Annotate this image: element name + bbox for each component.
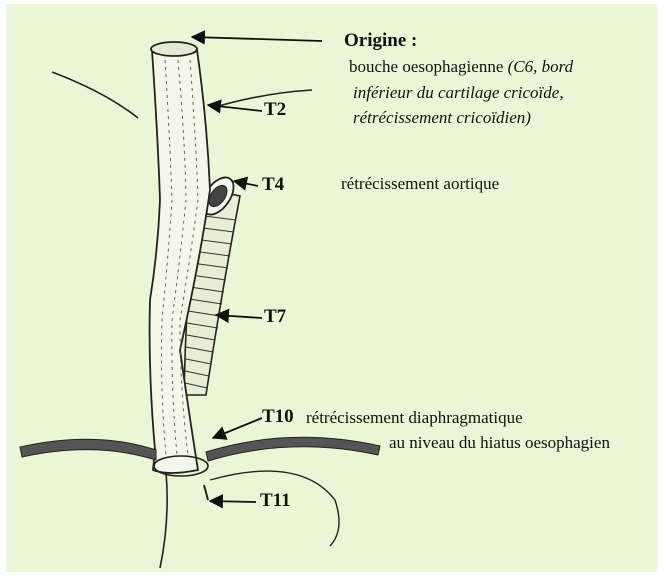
esophagus-top-opening <box>151 42 197 56</box>
t10-description-line1: rétrécissement diaphragmatique <box>306 409 523 426</box>
arrow-origine <box>192 37 322 41</box>
label-t10: T10 <box>262 407 294 426</box>
diaphragm-right <box>206 437 380 461</box>
t10-description-line2: au niveau du hiatus oesophagien <box>389 434 610 451</box>
arrow-t4 <box>234 181 258 186</box>
label-t7: T7 <box>264 307 286 326</box>
label-t4: T4 <box>262 175 284 194</box>
origine-description-line3: rétrécissement cricoïdien) <box>353 109 531 126</box>
arrow-t11 <box>210 501 256 502</box>
origine-line1-normal: bouche oesophagienne <box>349 57 508 76</box>
label-origine: Origine : <box>344 31 417 50</box>
label-t2: T2 <box>264 100 286 119</box>
right-clavicle-curve <box>212 90 312 108</box>
arrow-t2 <box>208 105 262 111</box>
origine-description-line2: inférieur du cartilage cricoïde, <box>353 84 564 101</box>
origine-description-line1: bouche oesophagienne (C6, bord <box>349 58 573 75</box>
lower-esophagus <box>160 472 167 568</box>
t4-description: rétrécissement aortique <box>341 175 499 192</box>
left-clavicle-curve <box>52 72 138 118</box>
origine-line1-italic: (C6, bord <box>508 57 574 76</box>
diaphragm-left <box>20 439 156 460</box>
label-t11: T11 <box>260 491 291 510</box>
arrow-t10 <box>213 418 262 438</box>
arrow-t7 <box>216 315 262 318</box>
cardia-mark <box>204 485 208 500</box>
